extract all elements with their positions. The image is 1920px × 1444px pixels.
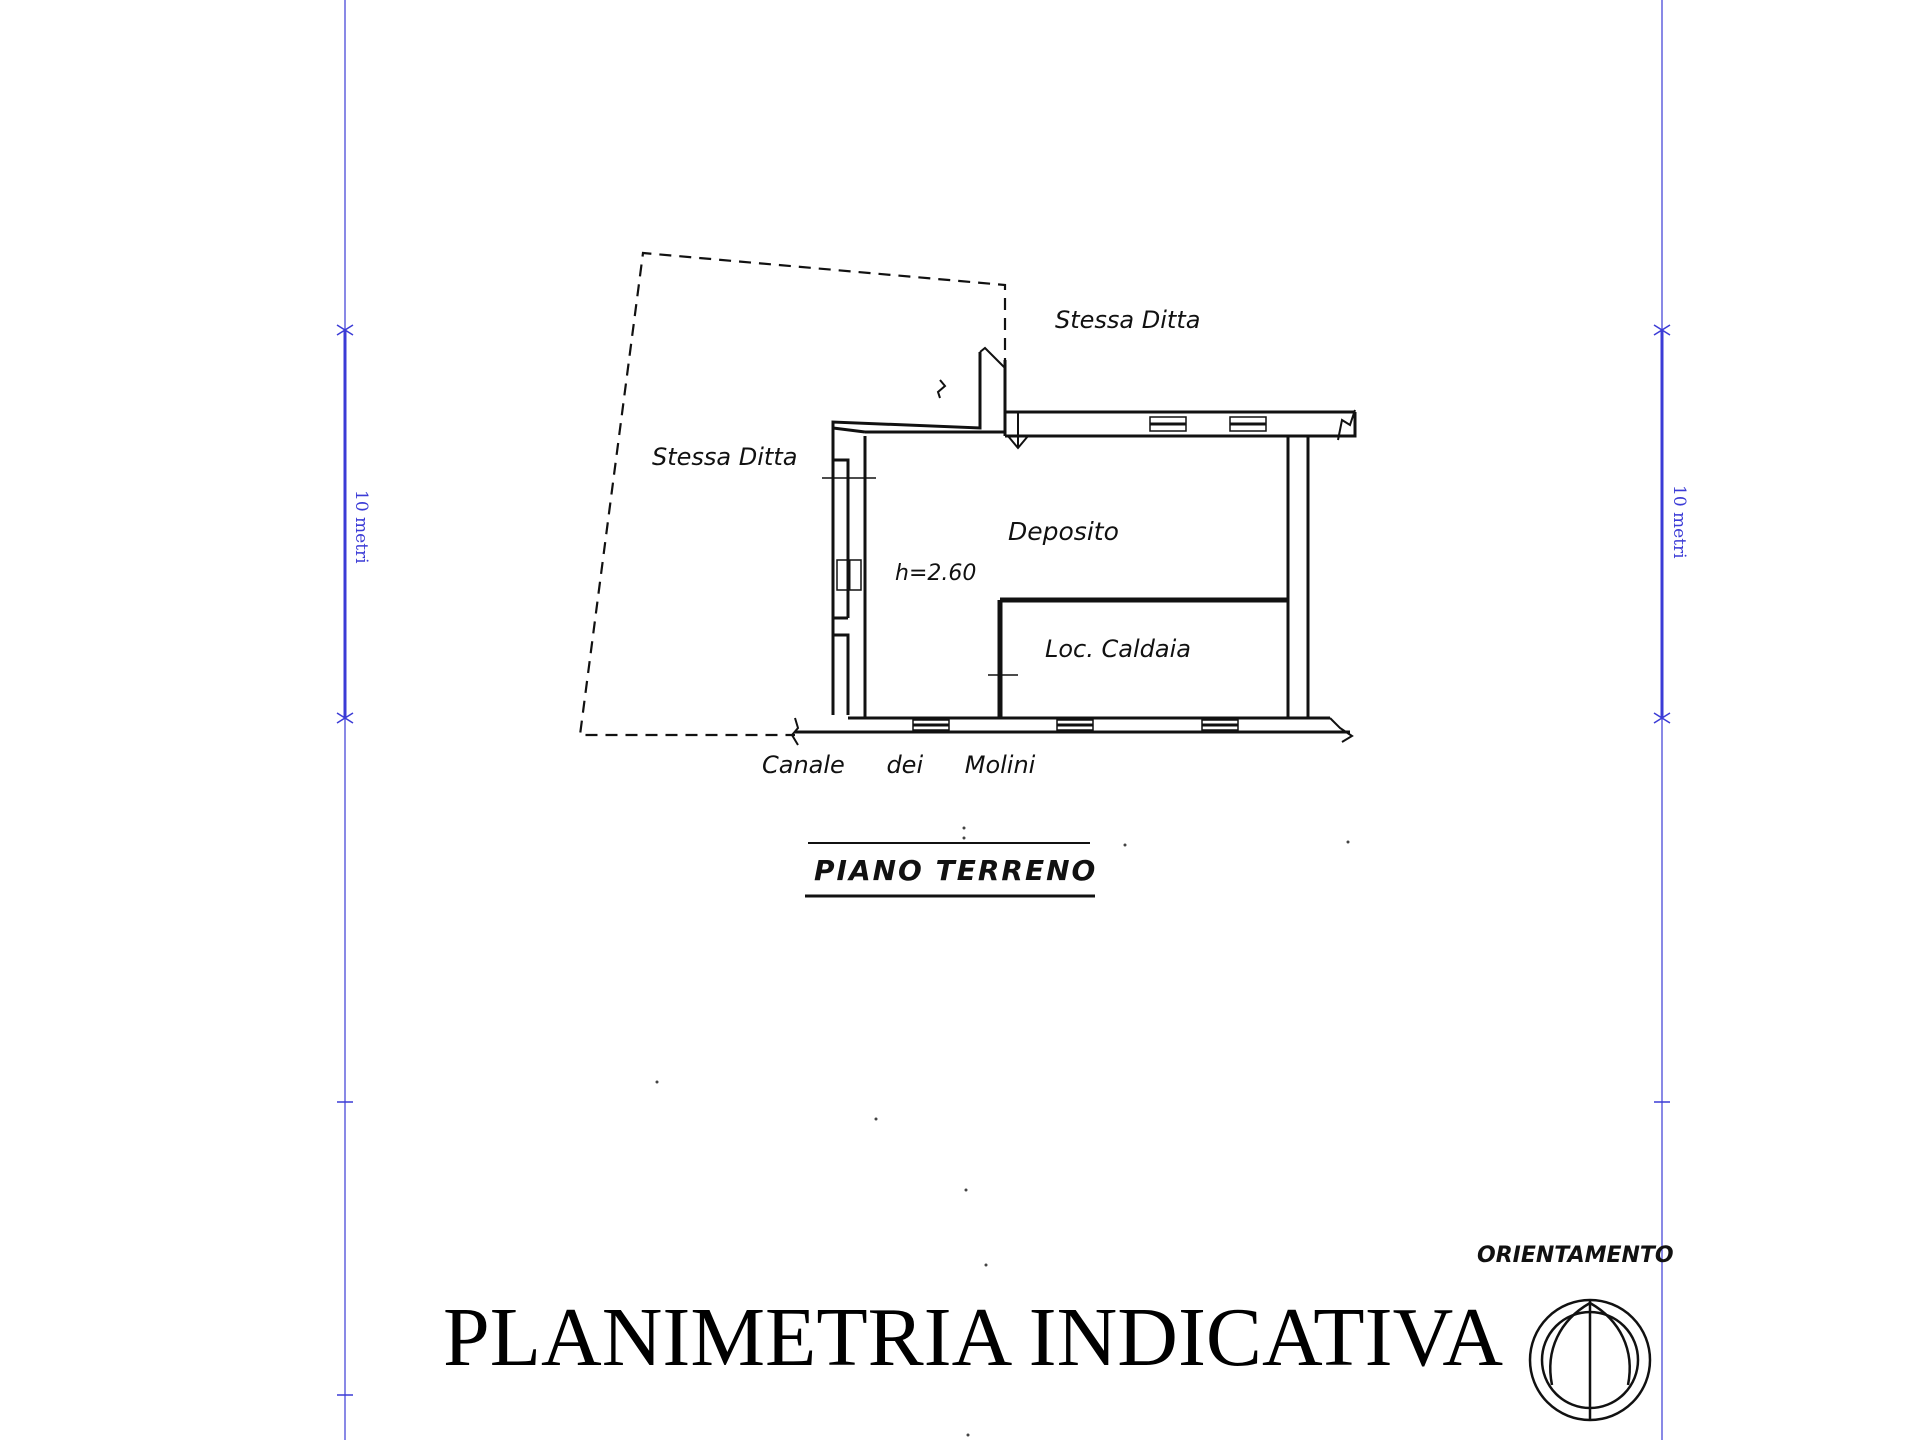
scale-bar-left: [336, 0, 354, 1440]
compass-icon: [1528, 1298, 1652, 1422]
label-height: h=2.60: [895, 561, 976, 586]
wall-break-marks: [790, 346, 1356, 746]
label-deposito: Deposito: [1008, 517, 1119, 546]
scan-specks: [655, 826, 1350, 1437]
building-walls: [795, 352, 1357, 734]
page-title: PLANIMETRIA INDICATIVA: [443, 1291, 1503, 1384]
scale-label-right: 10 metri: [1669, 485, 1689, 559]
label-piano-terreno: PIANO TERRENO: [814, 854, 1097, 887]
entrance-arrow-icon: [1007, 412, 1029, 450]
label-locale-caldaia: Loc. Caldaia: [1045, 635, 1191, 663]
label-canale-dei-molini: Canale dei Molini: [762, 751, 1036, 779]
scale-bar-right: [1653, 0, 1671, 1440]
property-boundary: [578, 251, 1007, 737]
scale-label-left: 10 metri: [351, 490, 371, 564]
floor-title: PIANO TERRENO: [805, 842, 1097, 898]
label-stessa-ditta-left: Stessa Ditta: [652, 443, 797, 471]
label-stessa-ditta-top: Stessa Ditta: [1055, 306, 1200, 334]
windows: [822, 416, 1267, 731]
orientation-label: ORIENTAMENTO: [1477, 1243, 1674, 1268]
